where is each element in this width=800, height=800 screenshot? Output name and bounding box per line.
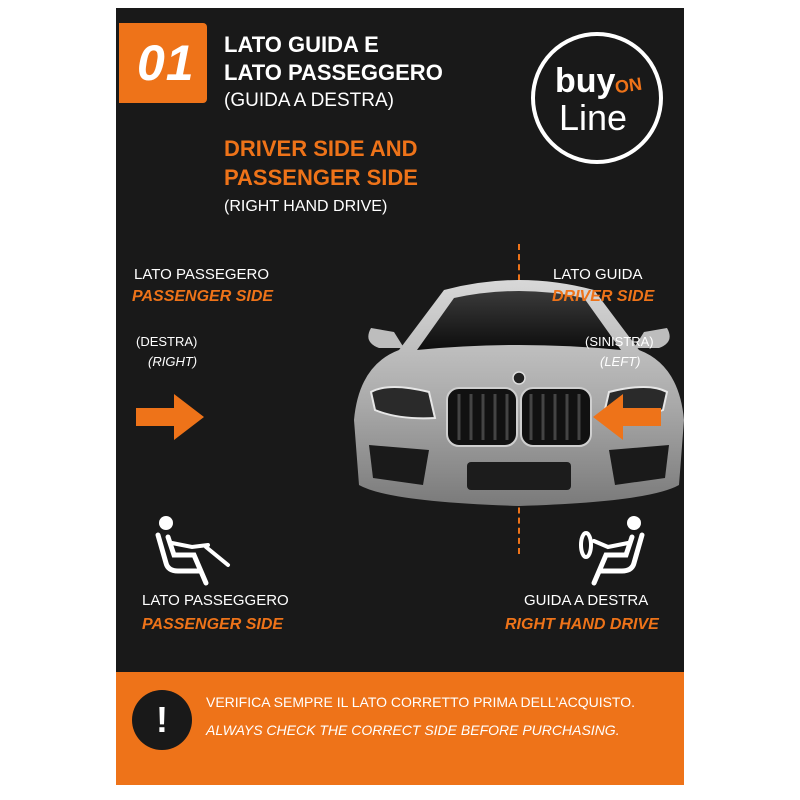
left-dir-en: (RIGHT) bbox=[148, 354, 198, 369]
passenger-seat-icon bbox=[155, 516, 230, 586]
bottom-right-it: GUIDA A DESTRA bbox=[524, 592, 649, 609]
footer-warning: ! VERIFICA SEMPRE IL LATO CORRETTO PRIMA… bbox=[116, 672, 684, 785]
right-label-it: LATO GUIDA bbox=[553, 266, 643, 283]
bottom-right-en: RIGHT HAND DRIVE bbox=[505, 616, 659, 633]
title-it-line2: LATO PASSEGGERO bbox=[224, 60, 443, 85]
right-label-en: DRIVER SIDE bbox=[552, 288, 655, 305]
car-front-image bbox=[354, 280, 684, 506]
step-number: 01 bbox=[137, 35, 195, 91]
arrow-right-icon bbox=[136, 394, 204, 440]
footer-note-en: ALWAYS CHECK THE CORRECT SIDE BEFORE PUR… bbox=[206, 722, 620, 738]
title-en-line2: PASSENGER SIDE bbox=[224, 165, 418, 190]
logo-word-on: ON bbox=[614, 74, 644, 98]
title-it-line1: LATO GUIDA E bbox=[224, 32, 379, 57]
right-dir-it: (SINISTRA) bbox=[585, 334, 654, 349]
title-en-line1: DRIVER SIDE AND bbox=[224, 136, 418, 161]
logo-word-buy: buy bbox=[555, 62, 616, 100]
buyonline-logo: buy ON Line bbox=[531, 32, 663, 164]
right-dir-en: (LEFT) bbox=[600, 354, 641, 369]
poster: 01 LATO GUIDA E LATO PASSEGGERO (GUIDA A… bbox=[116, 8, 684, 785]
left-label-en: PASSENGER SIDE bbox=[132, 288, 274, 305]
logo-word-line: Line bbox=[559, 97, 627, 138]
left-dir-it: (DESTRA) bbox=[136, 334, 198, 349]
driver-seat-icon bbox=[579, 516, 645, 586]
exclamation-icon: ! bbox=[132, 690, 192, 750]
title-en-line3: (RIGHT HAND DRIVE) bbox=[224, 198, 388, 215]
footer-note-it: VERIFICA SEMPRE IL LATO CORRETTO PRIMA D… bbox=[206, 694, 635, 710]
bottom-left-en: PASSENGER SIDE bbox=[142, 616, 284, 633]
step-badge: 01 bbox=[119, 23, 207, 103]
left-label-it: LATO PASSEGERO bbox=[134, 266, 270, 283]
title-it-line3: (GUIDA A DESTRA) bbox=[224, 90, 394, 111]
bottom-left-it: LATO PASSEGGERO bbox=[142, 592, 289, 609]
arrow-left-icon bbox=[593, 394, 661, 440]
